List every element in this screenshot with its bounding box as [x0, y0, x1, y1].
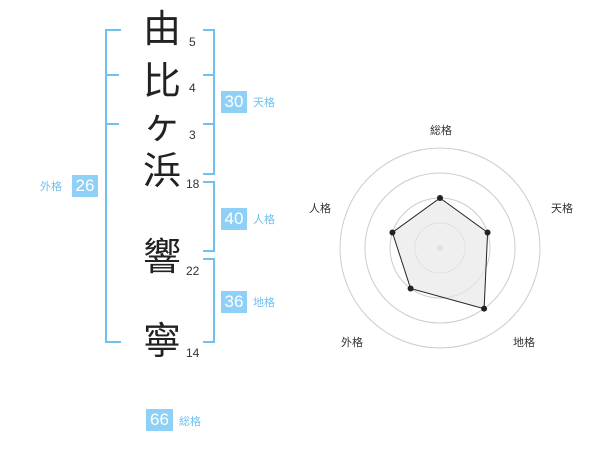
radar-point-gaikaku: [407, 285, 414, 292]
radar-point-chikaku: [481, 305, 488, 312]
radar-point-soukaku: [437, 195, 443, 201]
tenkaku-value: 30: [221, 91, 247, 113]
chikaku-bracket: [203, 258, 215, 343]
tenkaku-label: 天格: [253, 96, 275, 109]
chikaku-value: 36: [221, 291, 247, 313]
name-char-2: 比: [143, 59, 182, 103]
jinkaku-label: 人格: [253, 213, 275, 226]
radar-shape: [389, 195, 491, 312]
radar-label-gaikaku: 外格: [341, 335, 363, 349]
name-char-3: ヶ: [143, 103, 182, 147]
radar-point-tenkaku: [484, 229, 491, 236]
stroke-count-6: 14: [186, 346, 200, 360]
stroke-count-3: 3: [189, 128, 196, 142]
stroke-count-5: 22: [186, 264, 200, 278]
gaikaku-value: 26: [72, 175, 98, 197]
radar-label-soukaku: 総格: [430, 123, 452, 137]
tenkaku-bracket: [203, 29, 215, 175]
jinkaku-bracket: [203, 181, 215, 252]
radar-label-chikaku: 地格: [513, 335, 535, 349]
bracket-tick: [105, 123, 119, 125]
radar-axis-labels: 総格 天格 地格 外格 人格: [309, 123, 573, 349]
soukaku-label: 総格: [179, 415, 201, 428]
gaikaku-bracket: [105, 29, 121, 343]
stroke-count-2: 4: [189, 81, 196, 95]
gaikaku-label: 外格: [40, 180, 62, 193]
radar-polygon: [391, 197, 489, 310]
name-char-5: 響: [143, 235, 182, 279]
name-char-4: 浜: [143, 149, 182, 193]
radar-ring-3: [364, 172, 516, 324]
radar-label-tenkaku: 天格: [551, 201, 573, 215]
jinkaku-value: 40: [221, 208, 247, 230]
soukaku-value: 66: [146, 409, 173, 431]
stroke-count-1: 5: [189, 35, 196, 49]
bracket-tick: [203, 123, 213, 125]
radar-label-jinkaku: 人格: [309, 201, 331, 215]
chikaku-label: 地格: [253, 296, 275, 309]
radar-point-jinkaku: [389, 229, 396, 236]
stroke-count-4: 18: [186, 177, 200, 191]
name-char-6: 寧: [143, 319, 182, 363]
radar-ring-4: [339, 147, 541, 349]
bracket-tick: [105, 74, 119, 76]
name-char-1: 由: [143, 7, 182, 51]
radar-grid: [339, 147, 541, 349]
bracket-tick: [203, 74, 213, 76]
